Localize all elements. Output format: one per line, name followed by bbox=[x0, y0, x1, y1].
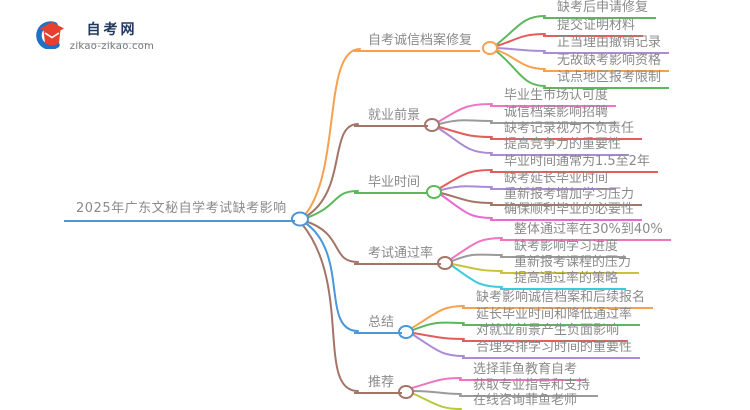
edge-b3-leaf-1 bbox=[451, 253, 503, 262]
edge-central-branch-2 bbox=[305, 190, 359, 219]
graduation-cap-icon bbox=[36, 21, 64, 49]
edge-central-branch-1 bbox=[304, 123, 359, 218]
edge-central-branch-0 bbox=[303, 48, 361, 217]
branch-node-circle-2[interactable] bbox=[426, 185, 442, 199]
leaf-1-2[interactable]: 缺考记录视为不负责任 bbox=[490, 121, 643, 140]
leaf-2-2[interactable]: 重新报考增加学习压力 bbox=[490, 187, 643, 206]
edge-b2-leaf-0 bbox=[439, 169, 493, 189]
leaf-4-0[interactable]: 缺考影响诚信档案和后续报名 bbox=[462, 290, 654, 309]
edge-b4-leaf-3 bbox=[411, 333, 465, 357]
edge-b5-leaf-1 bbox=[412, 390, 462, 395]
branch-2-label[interactable]: 毕业时间 bbox=[354, 175, 429, 194]
edge-b3-leaf-0 bbox=[450, 237, 503, 260]
edge-central-branch-3 bbox=[304, 220, 359, 263]
leaf-5-0[interactable]: 选择菲鱼教育自考 bbox=[459, 362, 586, 381]
branch-4-label[interactable]: 总结 bbox=[354, 315, 403, 334]
leaf-2-3[interactable]: 确保顺利毕业的必要性 bbox=[490, 202, 643, 221]
leaf-1-3[interactable]: 提高竞争力的重要性 bbox=[490, 137, 630, 156]
leaf-2-1[interactable]: 缺考延长毕业时间 bbox=[490, 171, 617, 190]
leaf-1-1[interactable]: 诚信档案影响招聘 bbox=[490, 105, 617, 124]
edge-b0-leaf-3 bbox=[496, 49, 546, 70]
edge-b1-leaf-1 bbox=[438, 119, 493, 125]
leaf-1-0[interactable]: 毕业生市场认可度 bbox=[490, 88, 617, 107]
leaf-0-0[interactable]: 缺考后申请修复 bbox=[543, 0, 657, 19]
edge-b4-leaf-2 bbox=[412, 332, 465, 340]
edge-b4-leaf-1 bbox=[412, 321, 465, 331]
edge-b1-leaf-2 bbox=[438, 126, 493, 138]
branch-3-label[interactable]: 考试通过率 bbox=[354, 246, 442, 265]
edge-b3-leaf-3 bbox=[450, 264, 503, 288]
edge-b0-leaf-0 bbox=[495, 15, 546, 46]
leaf-0-3[interactable]: 无故缺考影响资格 bbox=[543, 53, 670, 72]
edge-b5-leaf-0 bbox=[411, 377, 462, 389]
central-topic[interactable]: 2025年广东文秘自学考试缺考影响 bbox=[64, 201, 295, 222]
branch-5-label[interactable]: 推荐 bbox=[354, 375, 403, 394]
site-logo[interactable]: 自考网 zikao-zikao.com bbox=[31, 14, 171, 60]
central-node-circle[interactable] bbox=[291, 211, 309, 227]
leaf-2-0[interactable]: 毕业时间通常为1.5至2年 bbox=[490, 154, 658, 173]
edge-b4-leaf-0 bbox=[411, 305, 465, 329]
branch-1-label[interactable]: 就业前景 bbox=[354, 108, 429, 127]
logo-domain: zikao-zikao.com bbox=[69, 41, 155, 52]
branch-node-circle-0[interactable] bbox=[482, 41, 498, 55]
leaf-5-1[interactable]: 获取专业指导和支持 bbox=[459, 378, 599, 397]
edge-b0-leaf-1 bbox=[496, 33, 546, 47]
leaf-3-3[interactable]: 提高通过率的策略 bbox=[500, 271, 627, 290]
leaf-0-4[interactable]: 试点地区报考限制 bbox=[543, 70, 670, 89]
edge-b0-leaf-4 bbox=[495, 50, 546, 87]
edge-b1-leaf-3 bbox=[437, 127, 493, 154]
edge-b2-leaf-2 bbox=[440, 192, 493, 204]
edge-central-branch-4 bbox=[303, 221, 359, 332]
leaf-3-0[interactable]: 整体通过率在30%到40% bbox=[500, 222, 671, 241]
leaf-4-3[interactable]: 合理安排学习时间的重要性 bbox=[462, 340, 641, 359]
edge-b0-leaf-2 bbox=[496, 47, 546, 52]
edge-b3-leaf-2 bbox=[451, 263, 503, 272]
edge-b2-leaf-3 bbox=[439, 193, 493, 219]
leaf-0-2[interactable]: 正当理由撤销记录 bbox=[543, 35, 670, 54]
edge-b2-leaf-1 bbox=[440, 185, 493, 191]
leaf-4-2[interactable]: 对就业前景产生负面影响 bbox=[462, 323, 628, 342]
edge-b5-leaf-2 bbox=[411, 392, 462, 410]
edge-central-branch-5 bbox=[301, 223, 359, 392]
logo-title: 自考网 bbox=[76, 19, 148, 44]
leaf-3-1[interactable]: 缺考影响学习进度 bbox=[500, 239, 627, 258]
leaf-3-2[interactable]: 重新报考课程的压力 bbox=[500, 255, 640, 274]
leaf-5-2[interactable]: 在线咨询菲鱼老师 bbox=[459, 393, 585, 410]
edge-b1-leaf-0 bbox=[437, 103, 493, 123]
leaf-4-1[interactable]: 延长毕业时间和降低通过率 bbox=[462, 307, 641, 326]
leaf-0-1[interactable]: 提交证明材料 bbox=[543, 18, 644, 37]
branch-0-label[interactable]: 自考诚信档案修复 bbox=[354, 33, 481, 52]
